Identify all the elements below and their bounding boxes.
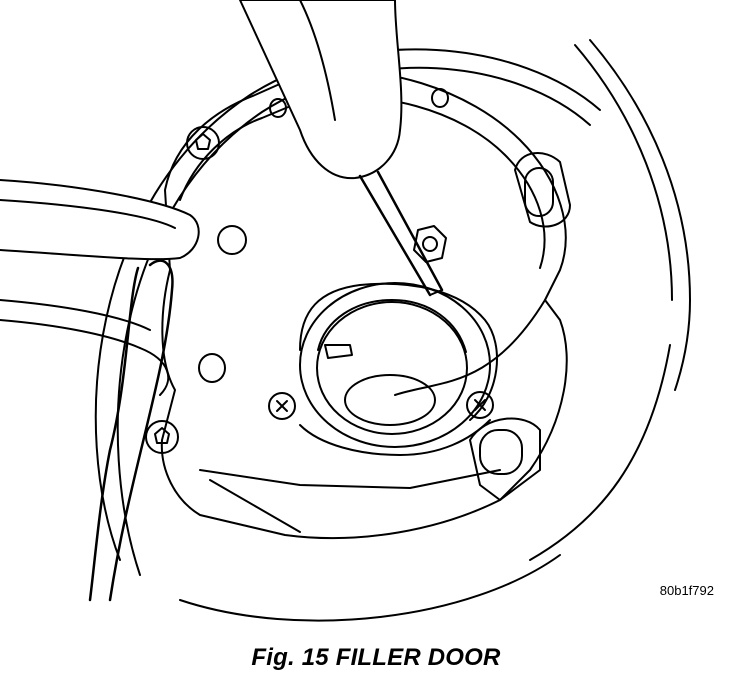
torx-screw-lower	[145, 420, 179, 454]
filler-neck-opening	[299, 282, 491, 456]
hex-bolt	[413, 225, 447, 263]
torx-screw-upper	[186, 126, 220, 160]
slot-tab-upper	[514, 151, 571, 228]
screwdriver	[239, 0, 444, 297]
door-strap	[88, 259, 174, 602]
slot-tab-lower	[469, 417, 541, 501]
ring-screw-right	[466, 391, 494, 419]
figure-reference-code: 80b1f792	[659, 583, 714, 598]
ring-screw-left	[268, 392, 296, 420]
filler-door-hinge-arm	[0, 179, 200, 396]
figure-caption: Fig. 15 FILLER DOOR	[251, 644, 501, 671]
body-panel-recess	[94, 39, 691, 622]
